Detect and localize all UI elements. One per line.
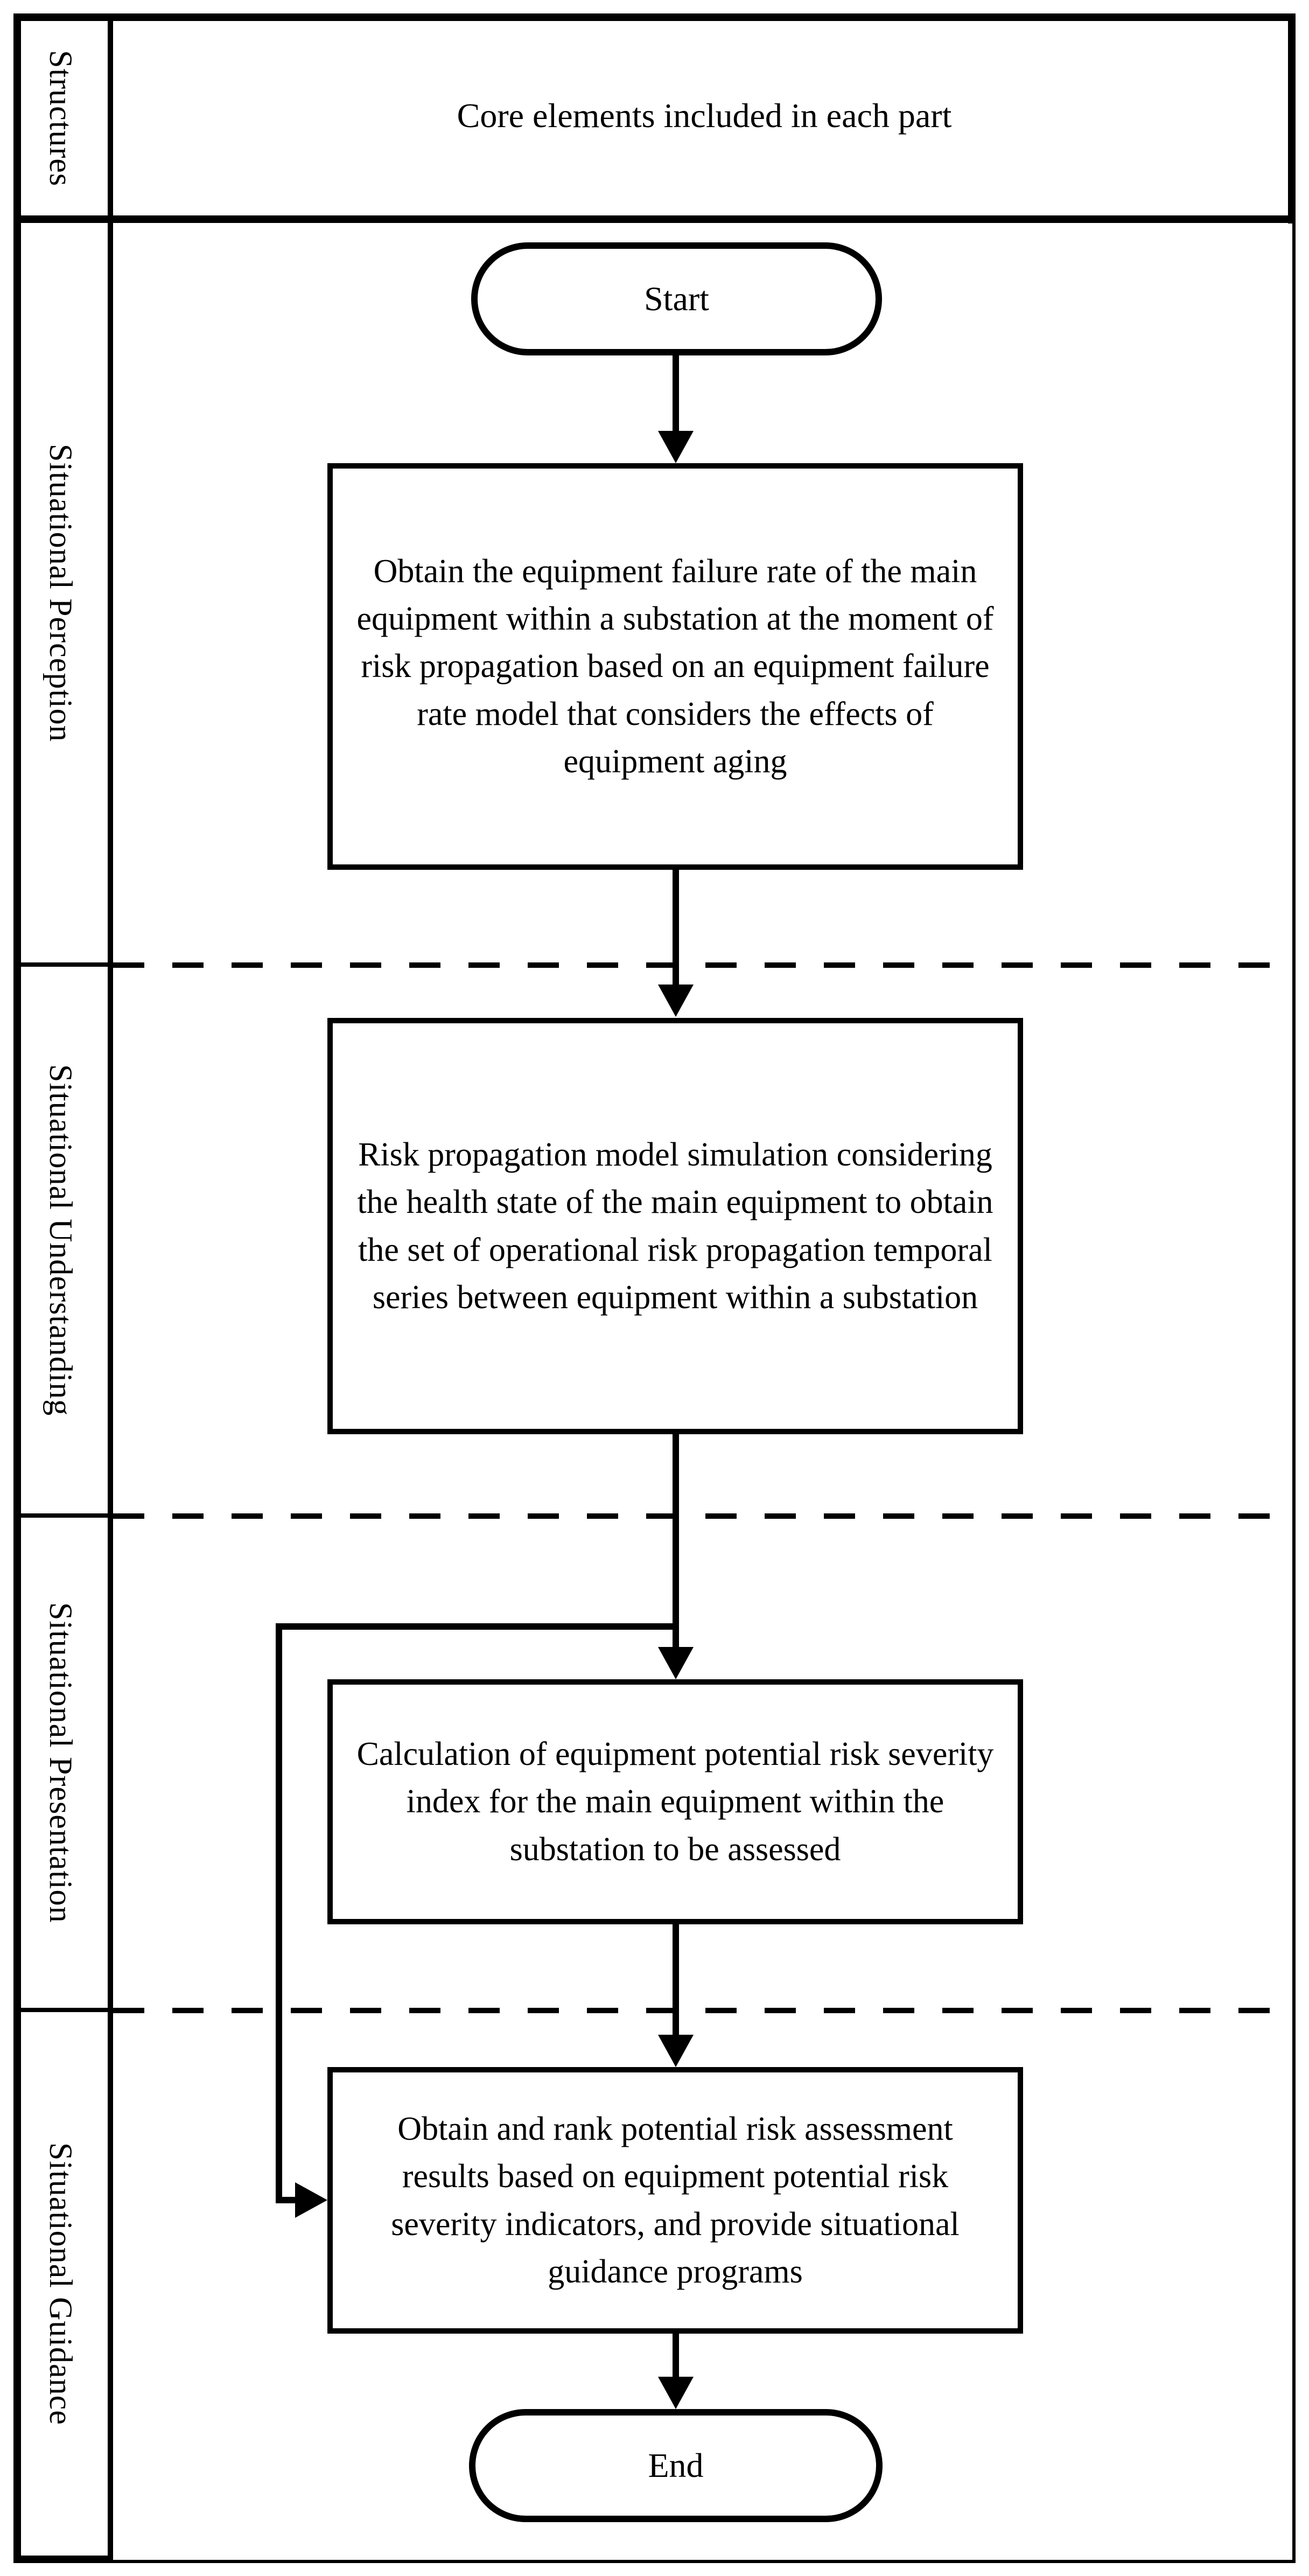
arrowhead-start-to-step1 <box>658 431 694 463</box>
sidebar-header-structures: Structures <box>13 21 108 215</box>
end-terminal: End <box>469 2409 883 2522</box>
sidebar-bottom-border <box>13 2556 113 2563</box>
start-terminal: Start <box>471 242 882 355</box>
sidebar-row-separator-3 <box>13 2008 113 2012</box>
sidebar-row-guidance: Situational Guidance <box>13 2012 108 2556</box>
section-divider-presentation-guidance <box>113 2008 1296 2013</box>
sidebar-row-understanding: Situational Understanding <box>13 967 108 1513</box>
arrowhead-feedback-to-step4 <box>295 2182 327 2218</box>
outer-border-right-header <box>1288 13 1296 224</box>
sidebar-row-perception: Situational Perception <box>13 223 108 962</box>
core-elements-header: Core elements included in each part <box>113 13 1296 218</box>
sidebar-label-perception: Situational Perception <box>43 443 79 742</box>
step1-box-failure-rate: Obtain the equipment failure rate of the… <box>327 463 1023 870</box>
step3-box-severity-index-calculation: Calculation of equipment potential risk … <box>327 1679 1023 1924</box>
step4-text: Obtain and rank potential risk assessmen… <box>391 2111 960 2290</box>
section-divider-understanding-presentation <box>113 1513 1296 1519</box>
outer-border-top <box>13 13 1296 21</box>
outer-border-right <box>1292 215 1296 2563</box>
step2-text: Risk propagation model simulation consid… <box>357 1136 993 1316</box>
step3-text: Calculation of equipment potential risk … <box>356 1736 994 1868</box>
outer-border-bottom <box>13 2560 1296 2563</box>
end-label: End <box>648 2446 704 2484</box>
arrowhead-step4-to-end <box>658 2377 694 2409</box>
arrowhead-step1-to-step2 <box>658 985 694 1017</box>
start-label: Start <box>644 280 709 318</box>
sidebar-column-separator <box>108 13 113 2563</box>
header-row-separator <box>13 215 1296 223</box>
structures-label: Structures <box>43 50 79 187</box>
core-elements-label: Core elements included in each part <box>457 96 952 135</box>
arrowhead-step2-to-step3 <box>658 1647 694 1679</box>
sidebar-label-presentation: Situational Presentation <box>43 1602 79 1923</box>
step2-box-risk-propagation-simulation: Risk propagation model simulation consid… <box>327 1018 1023 1434</box>
arrowhead-step3-to-step4 <box>658 2035 694 2067</box>
step4-box-rank-and-guidance: Obtain and rank potential risk assessmen… <box>327 2067 1023 2334</box>
outer-border-left <box>13 13 21 2563</box>
sidebar-row-separator-1 <box>13 962 113 967</box>
step1-text: Obtain the equipment failure rate of the… <box>356 553 994 780</box>
sidebar-row-presentation: Situational Presentation <box>13 1518 108 2008</box>
section-divider-perception-understanding <box>113 962 1296 968</box>
sidebar-row-separator-2 <box>13 1513 113 1518</box>
sidebar-label-guidance: Situational Guidance <box>43 2142 79 2425</box>
sidebar-label-understanding: Situational Understanding <box>43 1064 79 1416</box>
